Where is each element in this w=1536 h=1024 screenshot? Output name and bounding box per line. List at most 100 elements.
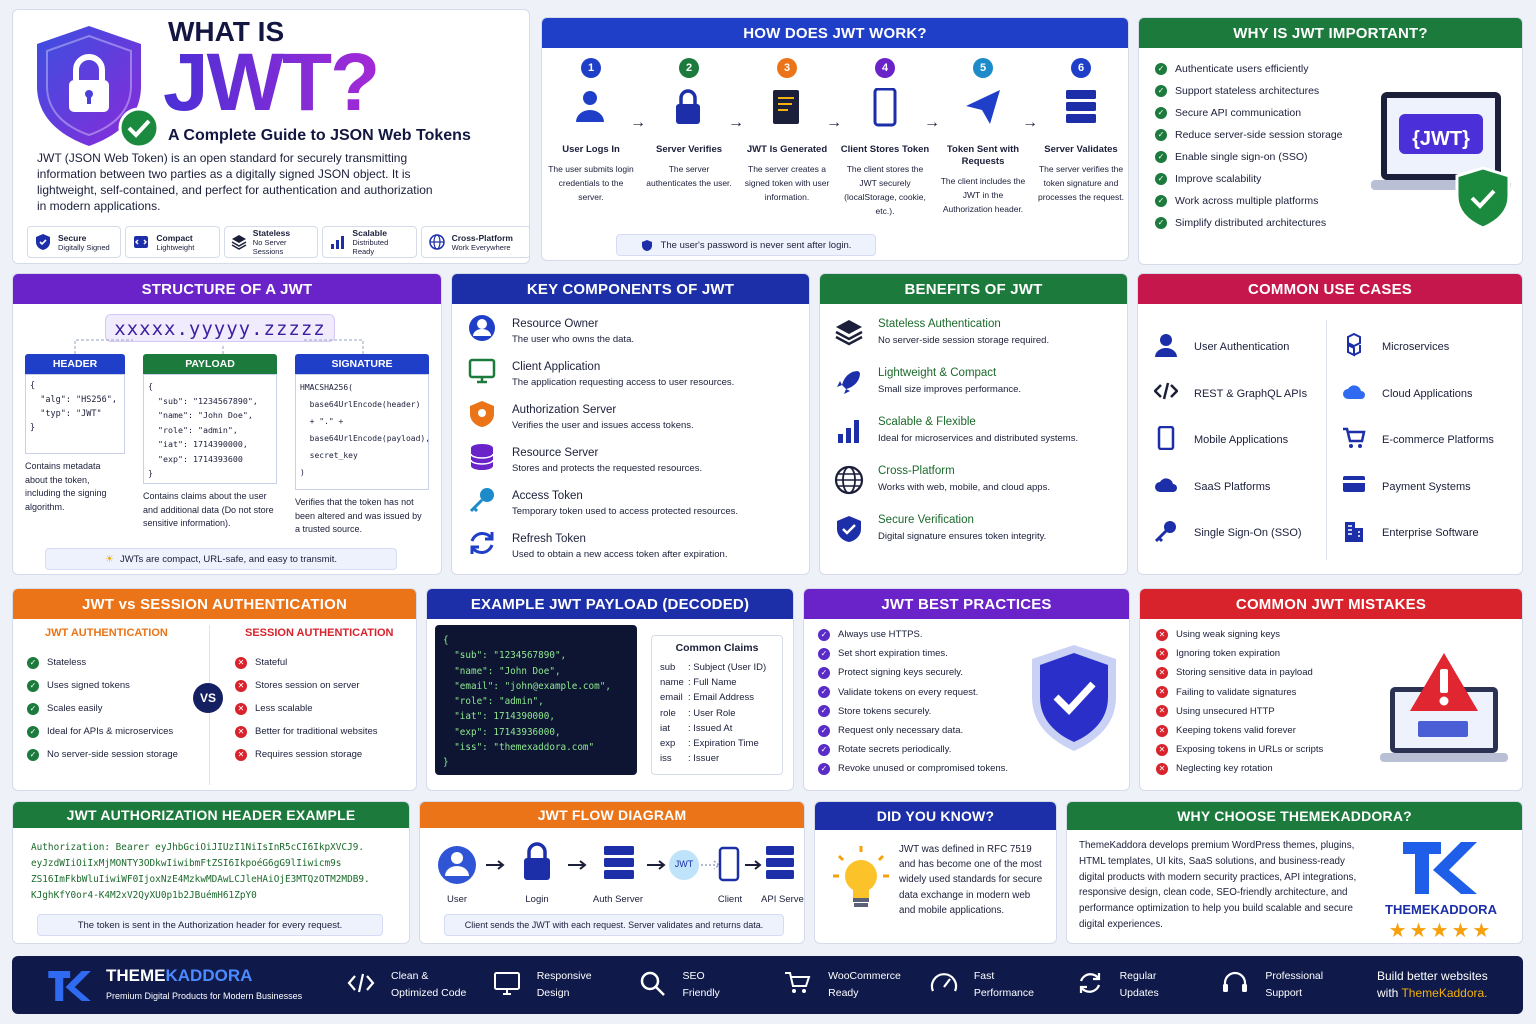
mistake-item: ✕Using weak signing keys [1156,625,1376,644]
flow-title: JWT FLOW DIAGRAM [420,802,804,828]
mistakes-list: ✕Using weak signing keys✕Ignoring token … [1156,625,1376,779]
didyouknow-text: JWT was defined in RFC 7519 and has beco… [899,844,1043,916]
x-icon: ✕ [1156,628,1168,641]
check-icon: ✓ [818,647,830,660]
x-icon: ✕ [1156,743,1168,756]
payload-label: PAYLOAD [143,354,277,374]
benefit-desc: Ideal for microservices and distributed … [878,433,1079,444]
component-title: Client Application [512,361,601,373]
flow-node-api-server: API Server [761,894,805,905]
footer-feature-a: Clean & [391,970,429,982]
usecase-item: User Authentication [1154,324,1329,371]
check-icon: ✓ [27,702,39,715]
practice-text: Store tokens securely. [838,705,932,717]
usecase-label: Cloud Applications [1382,387,1473,400]
footer-cta: Build better websites with ThemeKaddora. [1377,968,1517,1002]
session-item-text: Better for traditional websites [255,726,378,737]
benefit-desc: Digital signature ensures token integrit… [878,531,1047,542]
check-icon: ✓ [1155,107,1167,119]
footer-feature-a: WooCommerce [828,970,901,982]
why-item: ✓Simplify distributed architectures [1155,212,1385,234]
step-title: Server Validates [1044,144,1118,155]
best-practices-panel: JWT BEST PRACTICES ✓Always use HTTPS.✓Se… [803,588,1130,791]
bar-chart-icon [329,233,346,251]
step-title: User Logs In [562,144,620,155]
usecase-label: Enterprise Software [1382,527,1479,540]
code-icon [347,969,377,1002]
component-desc: Temporary token used to access protected… [512,506,739,517]
claim-key: sub [660,662,676,674]
signature-label: SIGNATURE [295,354,429,374]
why-item: ✓Support stateless architectures [1155,80,1385,102]
arrow-right-icon: → [630,114,646,131]
check-icon: ✓ [818,666,830,679]
component-desc: The user who owns the data. [512,334,634,345]
claim-value: : Expiration Time [688,738,759,750]
structure-note: ☀ JWTs are compact, URL-safe, and easy t… [45,548,397,570]
feature-sub: Work Everywhere [451,242,511,252]
layers-icon [834,316,866,353]
vs-badge: VS [193,683,223,713]
why-item: ✓Secure API communication [1155,102,1385,124]
usecase-label: Mobile Applications [1194,434,1289,447]
usecase-label: E-commerce Platforms [1382,434,1494,447]
globe-icon [834,463,866,500]
check-icon: ✓ [1155,217,1167,229]
footer-feature-a: Regular [1119,970,1157,982]
check-icon: ✓ [818,743,830,756]
check-icon: ✓ [1155,173,1167,185]
benefit-title: Secure Verification [878,514,974,526]
shield-check-icon [834,512,866,549]
step-desc: The client includes the JWT in the Autho… [940,176,1026,214]
feature-sub: No Server Sessions [252,238,287,256]
shield-lock-icon [37,26,159,149]
header-desc: Contains metadata about the token, inclu… [25,461,107,512]
footer-brand-b: KADDORA [165,966,253,985]
claim-row: exp: Expiration Time [660,736,782,751]
feature-title: Compact [156,232,193,243]
flow-jwt-badge: JWT [674,859,694,869]
benefits-panel: BENEFITS OF JWT Stateless Authentication… [819,273,1128,575]
session-item: ✕Requires session storage [235,743,415,766]
session-items: ✕Stateful✕Stores session on server✕Less … [235,651,415,766]
usecase-item: Enterprise Software [1342,510,1522,557]
payload-desc: Contains claims about the user and addit… [143,491,274,528]
example-title: EXAMPLE JWT PAYLOAD (DECODED) [427,589,793,619]
mistake-item: ✕Storing sensitive data in payload [1156,663,1376,682]
step-number: 4 [875,58,895,78]
component-title: Authorization Server [512,404,617,416]
footer-brand: THEMEKADDORA [106,966,252,986]
why-item: ✓Reduce server-side session storage [1155,124,1385,146]
step-desc: The server creates a signed token with u… [744,164,830,202]
why-list: ✓ Authenticate users efficiently ✓Support … [1155,58,1385,234]
authheader-line: ZS16ImFkbWluIiwiWF0IjoxNzE4MzkwMDAwLCJle… [31,874,370,885]
shield-icon [34,233,52,251]
footer-feature-b: Updates [1119,987,1159,999]
choose-brand: THEMEKADDORA [1385,902,1497,917]
usecase-item: REST & GraphQL APIs [1153,371,1329,418]
signature-box: SIGNATURE HMACSHA256( base64UrlEncode(he… [295,354,430,537]
hero-jwt-title: JWT? [163,37,380,128]
benefits-title: BENEFITS OF JWT [820,274,1127,304]
user-icon [1154,333,1180,362]
code-icon [1153,379,1180,408]
auth-header-panel: JWT AUTHORIZATION HEADER EXAMPLE Authori… [12,801,410,944]
footer-tagline: Premium Digital Products for Modern Busi… [106,991,303,1001]
why-item-text: Authenticate users efficiently [1175,63,1309,75]
refresh-icon [1076,969,1106,1002]
step-number: 6 [1071,58,1091,78]
usecase-item: Mobile Applications [1154,417,1329,464]
